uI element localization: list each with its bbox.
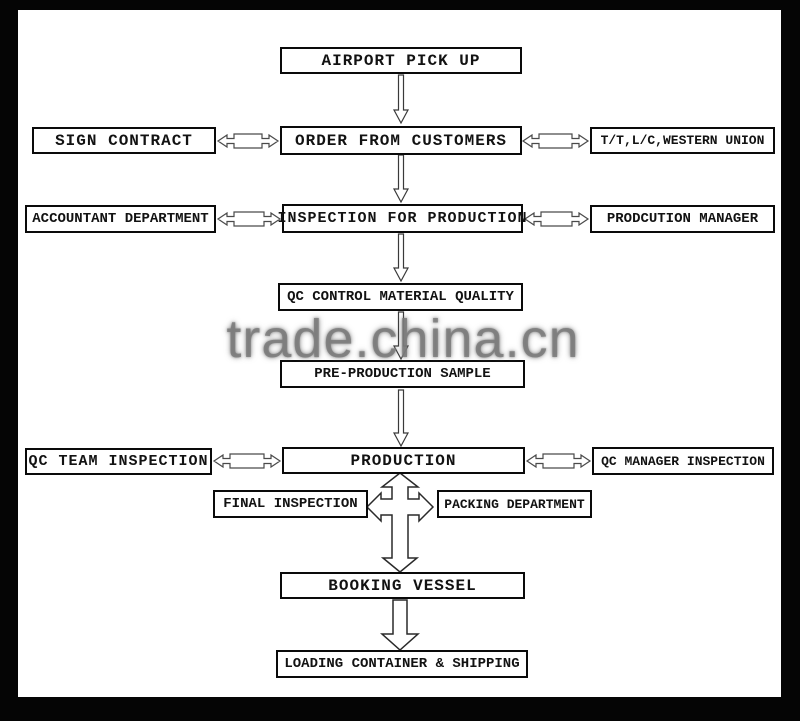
two-way-arrow-icon: [216, 211, 282, 227]
node-label: LOADING CONTAINER & SHIPPING: [284, 656, 520, 672]
node-production: PRODUCTION: [282, 447, 525, 474]
down-arrow-icon: [392, 389, 410, 448]
node-loading-container-shipping: LOADING CONTAINER & SHIPPING: [276, 650, 528, 678]
node-qc-manager-inspection: QC MANAGER INSPECTION: [592, 447, 774, 475]
down-arrow-icon: [392, 74, 410, 125]
node-label: PRE-PRODUCTION SAMPLE: [314, 366, 491, 382]
node-label: QC MANAGER INSPECTION: [601, 453, 765, 469]
node-label: INSPECTION FOR PRODUCTION: [277, 210, 528, 227]
node-production-manager: PRODCUTION MANAGER: [590, 205, 775, 233]
two-way-arrow-icon: [525, 453, 592, 469]
node-label: T/T,L/C,WESTERN UNION: [600, 133, 765, 148]
down-arrow-icon: [392, 311, 410, 361]
node-label: PRODUCTION: [350, 451, 457, 470]
four-way-arrow-icon: [365, 472, 435, 573]
node-booking-vessel: BOOKING VESSEL: [280, 572, 525, 599]
two-way-arrow-icon: [523, 211, 590, 227]
node-label: FINAL INSPECTION: [223, 496, 358, 512]
node-label: QC CONTROL MATERIAL QUALITY: [287, 289, 514, 305]
node-order-from-customers: ORDER FROM CUSTOMERS: [280, 126, 522, 155]
node-payment-methods: T/T,L/C,WESTERN UNION: [590, 127, 775, 154]
node-label: PRODCUTION MANAGER: [606, 211, 759, 227]
node-label: QC TEAM INSPECTION: [28, 453, 209, 470]
node-label: PACKING DEPARTMENT: [444, 496, 585, 512]
down-arrow-icon: [392, 233, 410, 283]
node-airport-pickup: AIRPORT PICK UP: [280, 47, 522, 74]
node-sign-contract: SIGN CONTRACT: [32, 127, 216, 154]
node-qc-control-material-quality: QC CONTROL MATERIAL QUALITY: [278, 283, 523, 311]
node-packing-department: PACKING DEPARTMENT: [437, 490, 592, 518]
down-arrow-icon: [380, 599, 420, 652]
node-final-inspection: FINAL INSPECTION: [213, 490, 368, 518]
down-arrow-icon: [392, 154, 410, 204]
two-way-arrow-icon: [212, 453, 282, 469]
node-inspection-for-production: INSPECTION FOR PRODUCTION: [277, 204, 527, 233]
two-way-arrow-icon: [216, 133, 280, 149]
node-label: BOOKING VESSEL: [328, 576, 477, 595]
node-qc-team-inspection: QC TEAM INSPECTION: [25, 448, 212, 475]
two-way-arrow-icon: [521, 133, 590, 149]
node-label: ACCOUNTANT DEPARTMENT: [32, 211, 209, 227]
node-pre-production-sample: PRE-PRODUCTION SAMPLE: [280, 360, 525, 388]
node-label: AIRPORT PICK UP: [321, 51, 481, 70]
node-label: SIGN CONTRACT: [55, 131, 193, 150]
node-accountant-department: ACCOUNTANT DEPARTMENT: [25, 205, 216, 233]
node-label: ORDER FROM CUSTOMERS: [294, 131, 508, 150]
